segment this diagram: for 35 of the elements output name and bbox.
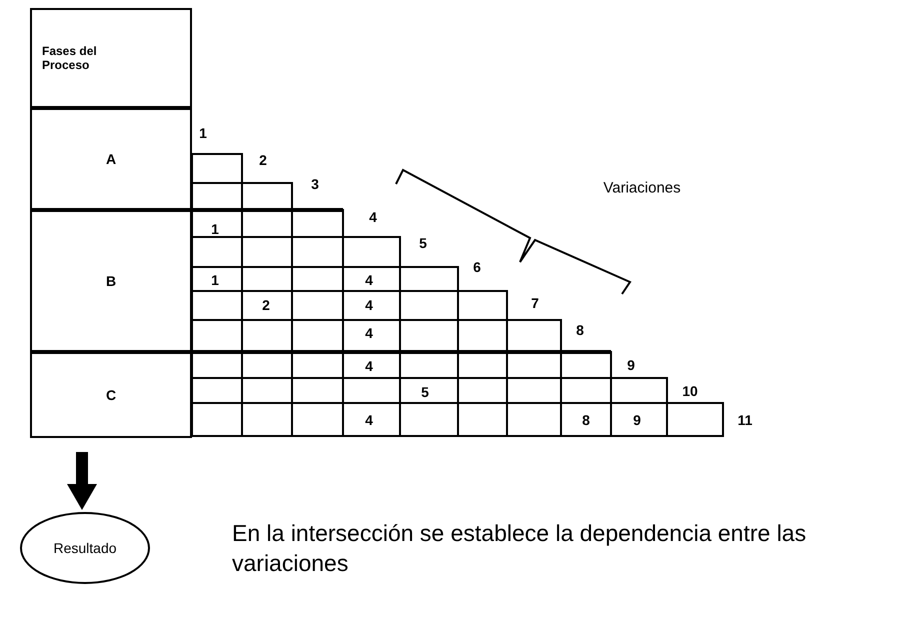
column-number: 9 bbox=[627, 357, 635, 373]
caption: En la intersección se establece la dependencia entre las variaciones bbox=[232, 519, 808, 578]
column-number: 1 bbox=[199, 125, 207, 141]
cell-number: 4 bbox=[365, 297, 373, 313]
column-number: 10 bbox=[682, 383, 698, 399]
column-number: 6 bbox=[473, 259, 481, 275]
column-number: 4 bbox=[369, 209, 377, 225]
cell-number: 2 bbox=[262, 297, 270, 313]
column-number: 2 bbox=[259, 152, 267, 168]
arrow bbox=[67, 452, 97, 510]
cell-number: 1 bbox=[211, 221, 219, 237]
cell-number: 8 bbox=[582, 412, 590, 428]
result-ellipse bbox=[20, 512, 150, 584]
cell-number: 4 bbox=[365, 412, 373, 428]
cell-number: 9 bbox=[633, 412, 641, 428]
column-number: 5 bbox=[419, 235, 427, 251]
cell-number: 4 bbox=[365, 358, 373, 374]
phase-label: A bbox=[106, 151, 116, 167]
phase-label: C bbox=[106, 387, 116, 403]
column-number: 11 bbox=[738, 412, 752, 428]
cell-number: 4 bbox=[365, 325, 373, 341]
cell-number: 5 bbox=[421, 384, 429, 400]
column-number: 3 bbox=[311, 176, 319, 192]
cell-number: 1 bbox=[211, 272, 219, 288]
column-header: Fases del Proceso bbox=[42, 44, 98, 72]
phase-box bbox=[30, 210, 192, 352]
column-number: 7 bbox=[531, 295, 539, 311]
header-cell bbox=[30, 8, 192, 108]
bracket-label: Variaciones bbox=[603, 180, 681, 196]
column-number: 8 bbox=[576, 322, 584, 338]
phase-box bbox=[30, 108, 192, 210]
cell-number: 4 bbox=[365, 272, 373, 288]
phase-label: B bbox=[106, 273, 116, 289]
result-label: Resultado bbox=[53, 540, 117, 556]
phase-box bbox=[30, 352, 192, 438]
